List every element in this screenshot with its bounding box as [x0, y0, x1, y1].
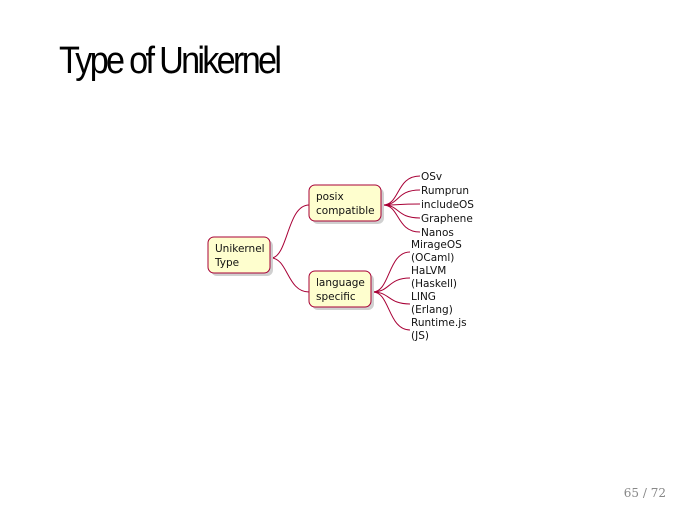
edge-root-posix: [270, 204, 310, 259]
edge-language-runtimejs: [372, 291, 411, 331]
leaf-halvm-line1: HaLVM: [411, 265, 446, 277]
node-unikernel-type-line2: Type: [214, 257, 239, 269]
leaf-ling-line1: LING: [411, 291, 436, 303]
leaf-halvm-line2: (Haskell): [411, 278, 457, 290]
leaf-nanos: Nanos: [421, 227, 454, 239]
node-language-specific: language specific: [308, 270, 374, 310]
node-unikernel-type-line1: Unikernel: [215, 243, 265, 255]
edge-posix-rumprun: [382, 189, 421, 206]
node-posix-compatible: posix compatible: [308, 184, 384, 224]
leaf-osv: OSv: [421, 171, 442, 183]
node-language-specific-line1: language: [316, 277, 365, 289]
node-posix-compatible-line1: posix: [316, 191, 344, 203]
node-posix-compatible-line2: compatible: [316, 205, 375, 217]
page-number: 65 / 72: [623, 486, 666, 500]
edge-posix-nanos: [382, 204, 421, 233]
edge-language-mirageos: [372, 251, 411, 293]
leaf-mirageos-line1: MirageOS: [411, 239, 462, 251]
leaf-rumprun: Rumprun: [421, 185, 469, 197]
leaf-graphene: Graphene: [421, 213, 473, 225]
edge-root-language: [270, 257, 310, 293]
leaf-ling-line2: (Erlang): [411, 304, 453, 316]
leaf-includeos: includeOS: [421, 199, 474, 211]
edge-posix-graphene: [382, 204, 421, 219]
slide-title: Type of Unikernel: [59, 40, 282, 82]
node-language-specific-line2: specific: [316, 291, 356, 303]
leaf-runtimejs-line1: Runtime.js: [411, 317, 467, 329]
leaf-mirageos-line2: (OCaml): [411, 252, 454, 264]
leaf-runtimejs-line2: (JS): [411, 330, 429, 342]
edge-language-halvm: [372, 277, 411, 293]
node-unikernel-type: Unikernel Type: [207, 236, 273, 276]
